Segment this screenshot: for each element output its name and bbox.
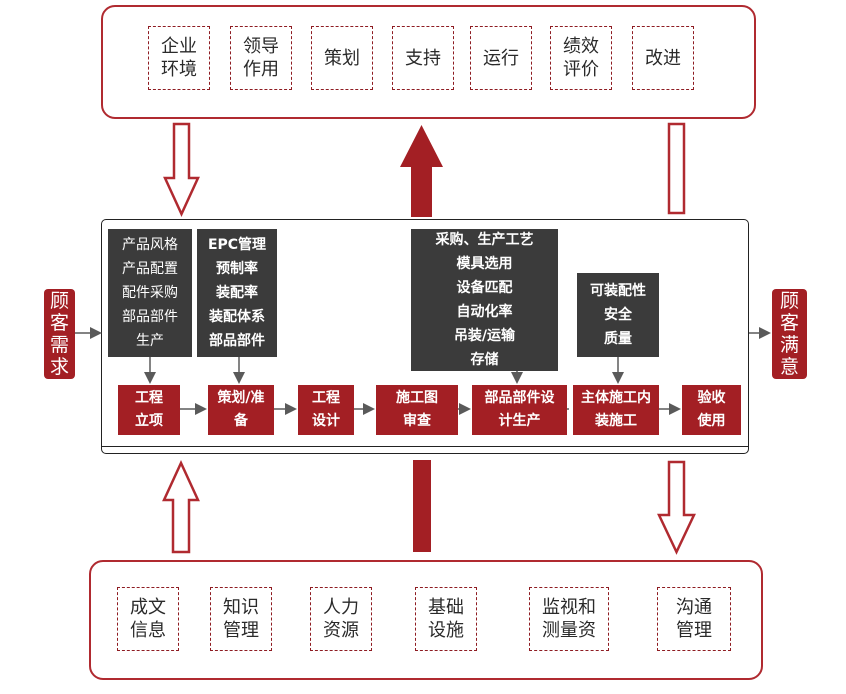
arrow-down-hollow-top [163, 122, 200, 218]
step-planning: 策划/准 备 [208, 385, 274, 435]
info-box-procurement: 采购、生产工艺 模具选用 设备匹配 自动化率 吊装/运输 存储 [411, 229, 558, 371]
step-component-production: 部品部件设 计生产 [472, 385, 567, 435]
bottom-item-1: 知识 管理 [210, 587, 272, 651]
bottom-item-0: 成文 信息 [117, 587, 179, 651]
info-box-epc: EPC管理 预制率 装配率 装配体系 部品部件 [197, 229, 277, 357]
customer-demand-label: 顾客 需求 [44, 289, 75, 379]
arrow-up-hollow-bottom [162, 460, 200, 554]
top-item-6: 改进 [632, 26, 694, 90]
top-panel [101, 5, 756, 119]
customer-satisfaction-label: 顾客 满意 [772, 289, 807, 379]
bottom-item-4: 监视和 测量资 [529, 587, 609, 651]
arrow-down-hollow-bottom [657, 460, 696, 555]
top-item-4: 运行 [470, 26, 532, 90]
process-panel-baseline [101, 446, 749, 447]
step-project-initiation: 工程 立项 [118, 385, 180, 435]
bottom-item-5: 沟通 管理 [657, 587, 731, 651]
step-main-construction: 主体施工内 装施工 [573, 385, 659, 435]
bar-hollow-top-right [667, 122, 686, 215]
bar-solid-bottom [413, 460, 431, 552]
bottom-item-3: 基础 设施 [415, 587, 477, 651]
top-item-0: 企业 环境 [148, 26, 210, 90]
top-item-3: 支持 [392, 26, 454, 90]
step-drawing-review: 施工图 审查 [376, 385, 458, 435]
info-box-quality: 可装配性 安全 质量 [577, 273, 659, 357]
top-item-1: 领导 作用 [230, 26, 292, 90]
bottom-panel [89, 560, 763, 680]
bottom-item-2: 人力 资源 [310, 587, 372, 651]
arrow-up-solid-top [400, 125, 443, 217]
step-acceptance: 验收 使用 [682, 385, 741, 435]
info-box-product: 产品风格 产品配置 配件采购 部品部件 生产 [108, 229, 192, 357]
top-item-5: 绩效 评价 [550, 26, 612, 90]
top-item-2: 策划 [311, 26, 373, 90]
step-engineering-design: 工程 设计 [298, 385, 354, 435]
